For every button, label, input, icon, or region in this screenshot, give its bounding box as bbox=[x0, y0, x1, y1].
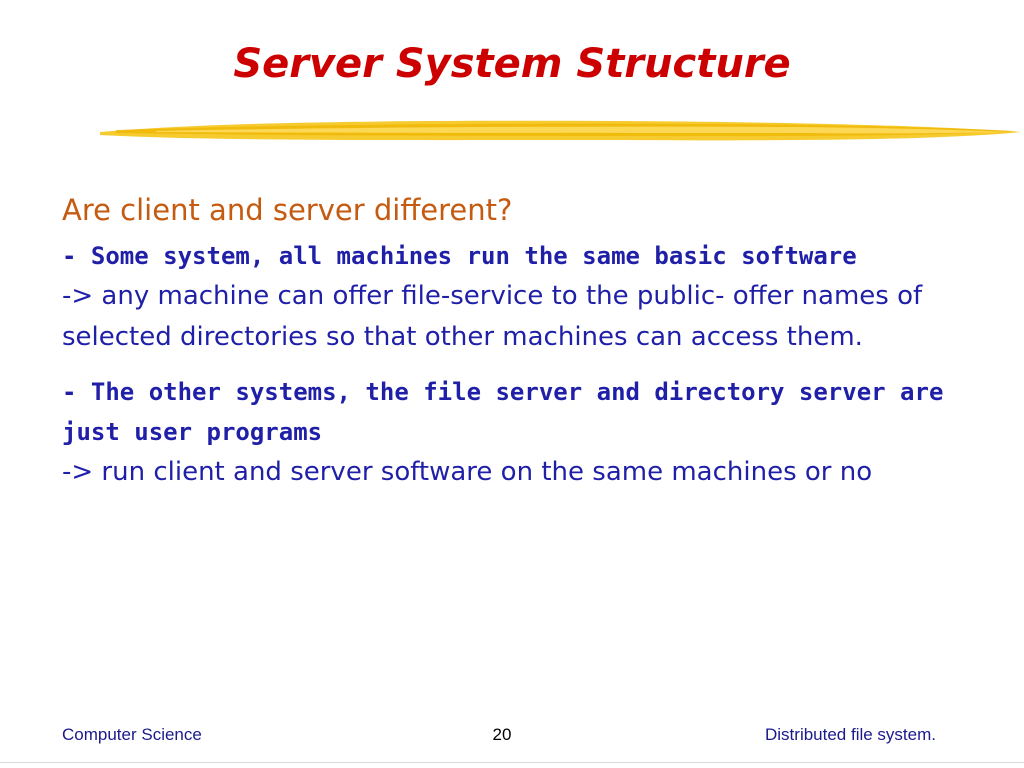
title-underline-brush-stroke bbox=[100, 120, 1022, 141]
footer-course-name: Computer Science bbox=[62, 725, 202, 744]
footer-topic: Distributed file system. bbox=[765, 725, 936, 744]
footer-page-number: 20 bbox=[492, 725, 512, 744]
point-heading-1: - Some system, all machines run the same… bbox=[62, 242, 857, 270]
slide-body: Are client and server different? - Some … bbox=[62, 190, 952, 507]
slide-title: Server System Structure bbox=[233, 41, 791, 87]
point-detail-2: -> run client and server software on the… bbox=[62, 457, 873, 487]
point-detail-1: -> any machine can offer file-service to… bbox=[62, 281, 923, 352]
point-heading-2: - The other systems, the file server and… bbox=[62, 378, 944, 446]
question-heading: Are client and server different? bbox=[62, 193, 513, 227]
bottom-divider bbox=[0, 762, 1024, 763]
